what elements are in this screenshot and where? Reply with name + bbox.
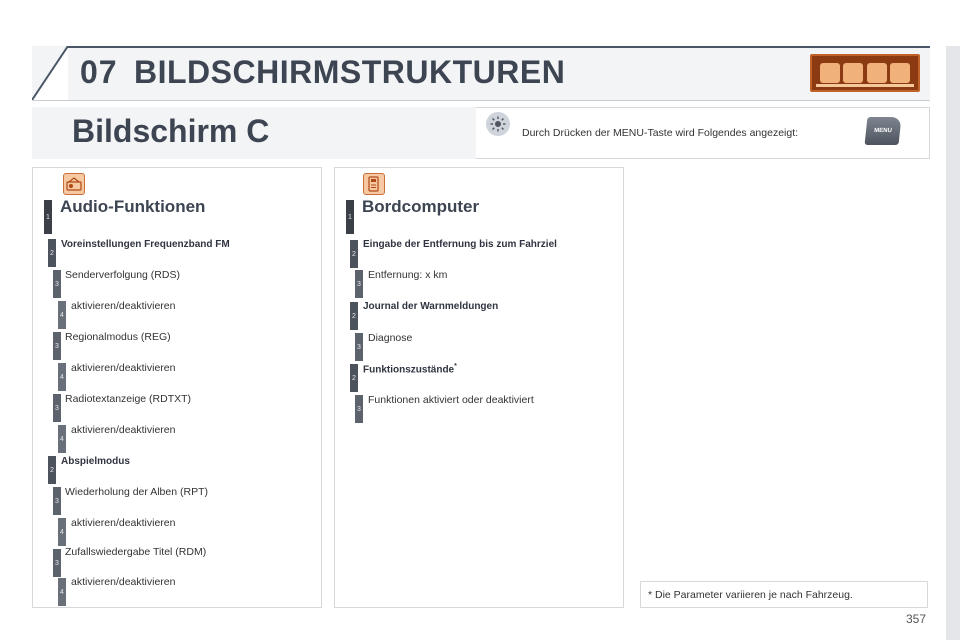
- screen-title: Bildschirm C: [72, 113, 270, 149]
- audio-item: Regionalmodus (REG): [65, 331, 171, 343]
- audio-item: Wiederholung der Alben (RPT): [65, 486, 208, 498]
- audio-item: Senderverfolgung (RDS): [65, 269, 180, 281]
- level-marker: 4: [58, 578, 66, 606]
- level-marker: 3: [355, 270, 363, 298]
- chapter-number: 07: [80, 54, 118, 90]
- level-marker: 3: [53, 270, 61, 298]
- trip-computer-item: Diagnose: [368, 332, 413, 344]
- level-marker: 3: [53, 394, 61, 422]
- menu-key-icon: MENU: [864, 117, 902, 145]
- level-marker: 3: [53, 487, 61, 515]
- audio-item: aktivieren/deaktivieren: [71, 424, 176, 436]
- level-marker: 1: [44, 200, 52, 234]
- trip-computer-item: Funktionszustände*: [363, 363, 457, 375]
- audio-item: Voreinstellungen Frequenzband FM: [61, 239, 230, 250]
- header-corner: [32, 46, 68, 100]
- audio-mini-icon: [819, 63, 840, 83]
- audio-item: aktivieren/deaktivieren: [71, 362, 176, 374]
- info-icon: [486, 112, 510, 136]
- screen-title-area: [32, 107, 476, 159]
- header-rule-bottom: [32, 100, 930, 101]
- trip-computer-icon: [363, 173, 385, 195]
- footnote: * Die Parameter variieren je nach Fahrze…: [648, 589, 853, 601]
- trip-computer-item: Funktionen aktiviert oder deaktiviert: [368, 394, 534, 406]
- footnote-marker: *: [454, 363, 457, 370]
- footnote-box: [640, 581, 928, 608]
- audio-item: aktivieren/deaktivieren: [71, 300, 176, 312]
- level-marker: 4: [58, 301, 66, 329]
- trip-computer-item: Journal der Warnmeldungen: [363, 301, 499, 312]
- trip-computer-section-title: Bordcomputer: [362, 197, 480, 216]
- level-marker: 4: [58, 518, 66, 546]
- settings-mini-icon: [866, 63, 887, 83]
- chapter-header: [32, 46, 930, 100]
- level-marker: 3: [355, 333, 363, 361]
- intro-text: Durch Drücken der MENU-Taste wird Folgen…: [522, 127, 799, 139]
- trip-computer-panel: [334, 167, 624, 608]
- audio-functions-panel: [32, 167, 322, 608]
- page-edge-strip: [946, 46, 960, 640]
- badge-strip: [816, 84, 914, 87]
- level-marker: 1: [346, 200, 354, 234]
- trip-computer-item: Entfernung: x km: [368, 269, 448, 281]
- document-mini-icon: [843, 63, 864, 83]
- audio-item: aktivieren/deaktivieren: [71, 517, 176, 529]
- chapter-title: BILDSCHIRMSTRUKTUREN: [134, 54, 566, 90]
- header-rule: [68, 46, 930, 48]
- trip-computer-item: Eingabe der Entfernung bis zum Fahrziel: [363, 239, 557, 250]
- audio-item: aktivieren/deaktivieren: [71, 576, 176, 588]
- audio-item: Radiotextanzeige (RDTXT): [65, 393, 192, 405]
- level-marker: 4: [58, 363, 66, 391]
- level-marker: 2: [350, 302, 358, 330]
- level-marker: 2: [48, 239, 56, 267]
- level-marker: 3: [53, 332, 61, 360]
- level-marker: 4: [58, 425, 66, 453]
- audio-item: Abspielmodus: [61, 456, 130, 467]
- level-marker: 3: [53, 549, 61, 577]
- chapter-icons-badge: [810, 54, 920, 92]
- trip-computer-item-text: Funktionszustände: [363, 364, 455, 376]
- page-number: 357: [906, 612, 927, 626]
- level-marker: 3: [355, 395, 363, 423]
- audio-icon: [63, 173, 85, 195]
- level-marker: 2: [48, 456, 56, 484]
- level-marker: 2: [350, 364, 358, 392]
- audio-item: Zufallswiedergabe Titel (RDM): [65, 546, 207, 558]
- fuel-mini-icon: [890, 63, 911, 83]
- level-marker: 2: [350, 240, 358, 268]
- audio-section-title: Audio-Funktionen: [60, 197, 206, 216]
